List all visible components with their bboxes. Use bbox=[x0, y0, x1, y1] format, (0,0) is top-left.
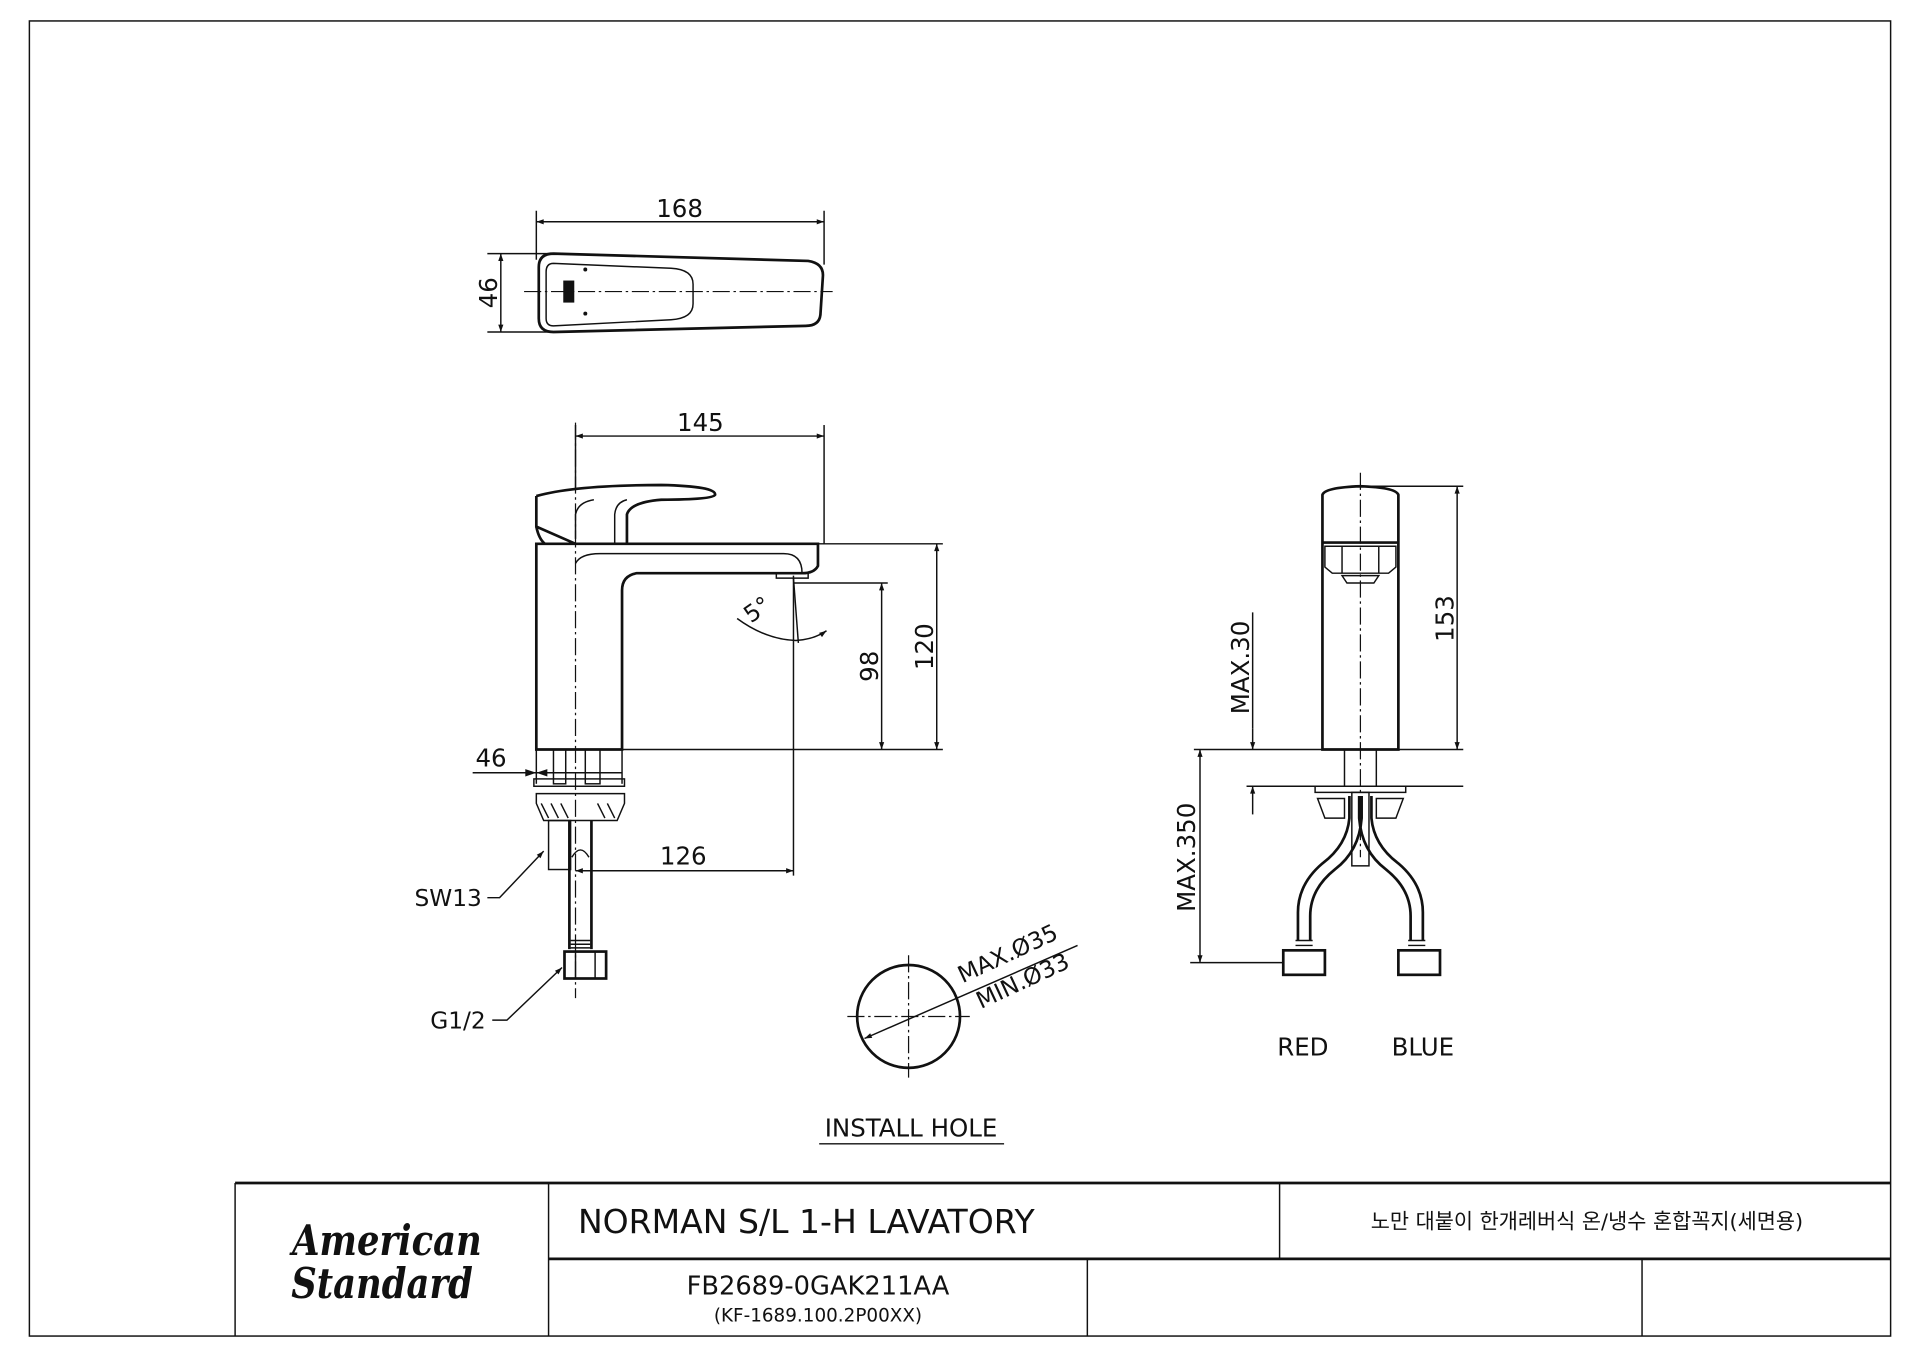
washer bbox=[533, 778, 626, 787]
alt-model-number: (KF-1689.100.2P00XX) bbox=[714, 1305, 922, 1326]
dim-145-label: 145 bbox=[677, 408, 724, 437]
hose-label-blue: BLUE bbox=[1392, 1033, 1455, 1062]
threaded-stud bbox=[547, 819, 572, 871]
dim-98-label: 98 bbox=[855, 651, 884, 682]
dim-46-base-label: 46 bbox=[475, 744, 506, 773]
install-hole-title: INSTALL HOLE bbox=[825, 1113, 998, 1142]
dim-max30-label: MAX.30 bbox=[1226, 621, 1255, 715]
lock-nut bbox=[535, 792, 626, 822]
nut-blue bbox=[1397, 948, 1442, 977]
dim-120-label: 120 bbox=[910, 623, 939, 670]
supply-hose bbox=[568, 820, 593, 950]
svg-text:American: American bbox=[288, 1218, 481, 1266]
sheet-border bbox=[28, 20, 1892, 1337]
callout-sw13: SW13 bbox=[414, 885, 481, 912]
hose-label-red: RED bbox=[1277, 1033, 1328, 1062]
dim-126-label: 126 bbox=[660, 842, 707, 871]
lever-handle bbox=[534, 483, 717, 546]
dim-168-label: 168 bbox=[656, 194, 703, 223]
product-name-korean: 노만 대붙이 한개레버식 온/냉수 혼합꼭지(세면용) bbox=[1371, 1209, 1803, 1233]
american-standard-logo: American Standard bbox=[288, 1218, 481, 1309]
brand-mark-icon bbox=[563, 280, 575, 303]
side-view: 153 MAX.30 MAX.350 RED BLUE bbox=[1172, 472, 1464, 1062]
dim-46-top-label: 46 bbox=[474, 277, 503, 308]
nut-red bbox=[1281, 948, 1327, 977]
svg-text:Standard: Standard bbox=[291, 1260, 473, 1308]
product-name: NORMAN S/L 1-H LAVATORY bbox=[578, 1202, 1036, 1241]
install-hole-detail: MAX.Ø35 MIN.Ø33 INSTALL HOLE bbox=[819, 919, 1078, 1145]
top-view: 168 46 bbox=[474, 194, 833, 334]
hose-red bbox=[1296, 796, 1363, 941]
faucet-body bbox=[534, 542, 820, 751]
aerator bbox=[775, 572, 809, 579]
callout-g12: G1/2 bbox=[430, 1008, 485, 1035]
dim-max350-label: MAX.350 bbox=[1172, 803, 1201, 912]
hose-blue bbox=[1357, 796, 1425, 941]
dim-153-label: 153 bbox=[1430, 595, 1459, 642]
front-view: 145 120 98 5° 46 bbox=[414, 408, 943, 1035]
title-block: American Standard NORMAN S/L 1-H LAVATOR… bbox=[234, 1181, 1891, 1337]
model-number: FB2689-0GAK211AA bbox=[687, 1271, 950, 1301]
handle-top-outline bbox=[537, 252, 825, 334]
hex-ring bbox=[1324, 545, 1397, 574]
hose-nut bbox=[563, 950, 608, 980]
